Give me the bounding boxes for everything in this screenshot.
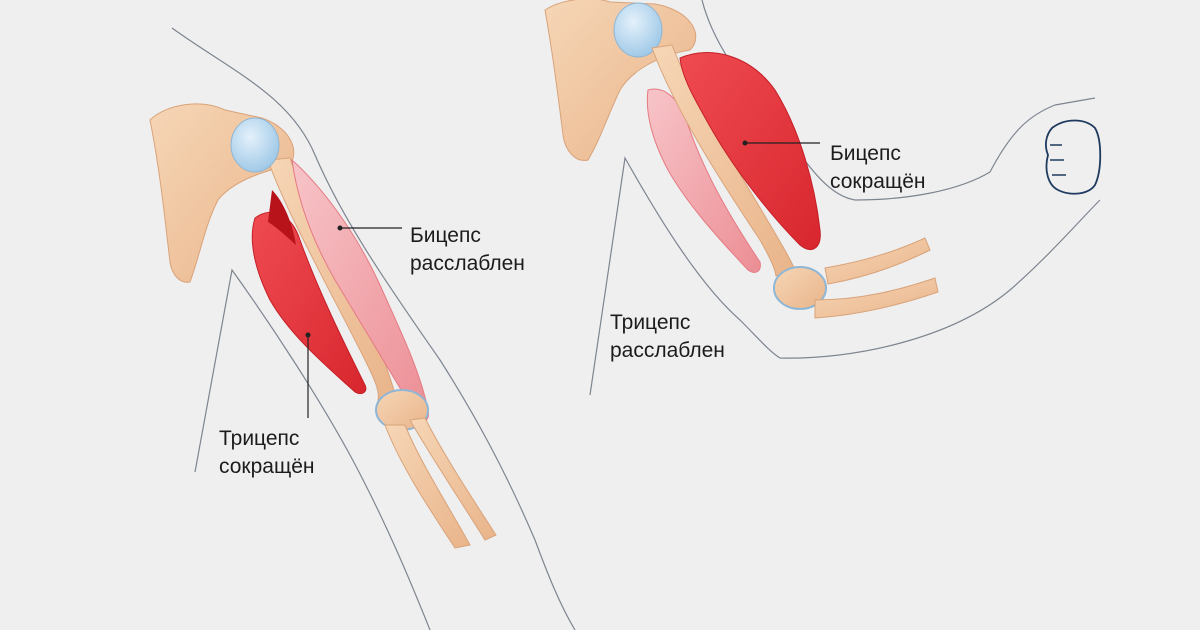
left-biceps-leader-dot: [337, 225, 343, 231]
left-forearm-bone-2: [409, 417, 497, 541]
left-arm-outline: [171, 27, 576, 630]
left-biceps-label-line2: расслаблен: [410, 252, 525, 275]
right-biceps-label-line1: Бицепс: [830, 142, 901, 165]
right-triceps-label: Трицепс расслаблен: [610, 309, 725, 365]
right-shoulder-joint: [613, 2, 663, 58]
left-shoulder-joint: [230, 117, 280, 173]
right-elbow-joint: [773, 266, 827, 310]
left-triceps-label: Трицепс сокращён: [219, 425, 315, 481]
left-biceps-label: Бицепс расслаблен: [410, 222, 525, 278]
right-biceps-label-line2: сокращён: [830, 170, 926, 193]
left-forearm-bone: [384, 424, 471, 549]
left-triceps-deep: [268, 190, 296, 245]
right-fist-outline: [1045, 119, 1102, 195]
left-triceps-label-line2: сокращён: [219, 455, 315, 478]
right-arm-lower-outline: [589, 156, 1101, 396]
right-forearm-bone: [814, 277, 939, 319]
right-biceps-leader-dot: [742, 140, 748, 146]
right-fist-fingers: [1050, 144, 1066, 176]
left-arm: [149, 27, 576, 630]
left-biceps-label-line1: Бицепс: [410, 224, 481, 247]
left-triceps-muscle: [251, 211, 367, 395]
right-forearm-bone-2: [824, 237, 931, 285]
right-triceps-label-line2: расслаблен: [610, 339, 725, 362]
right-triceps-label-line1: Трицепс: [610, 311, 691, 334]
right-biceps-muscle: [679, 52, 821, 250]
right-arm: [544, 0, 1102, 396]
left-triceps-label-line1: Трицепс: [219, 427, 300, 450]
right-biceps-label: Бицепс сокращён: [830, 140, 926, 196]
left-arm-inner-outline: [194, 268, 431, 630]
left-triceps-leader-dot: [305, 332, 311, 338]
